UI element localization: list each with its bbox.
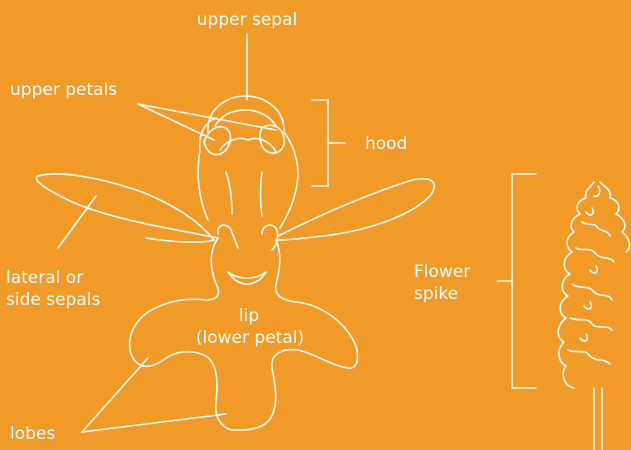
- hood-bracket: [312, 100, 345, 186]
- upper-sepal-label: upper sepal: [193, 10, 301, 31]
- upper-petals-leader-1: [138, 104, 214, 140]
- left-lateral-sepal: [36, 174, 218, 242]
- flower-spike-label-line1: Flower: [414, 262, 470, 283]
- flower-spike-bracket: [498, 174, 536, 388]
- lobes-leader-2: [82, 414, 226, 432]
- flower-spike-label-line2: spike: [414, 284, 458, 305]
- lobes-leader-1: [82, 358, 148, 432]
- lobes-label: lobes: [10, 424, 55, 445]
- lip-label-line2: (lower petal): [180, 328, 320, 349]
- lip-label-line1: lip: [194, 306, 304, 327]
- hood-label: hood: [365, 134, 407, 155]
- flower-spike-illustration: [558, 182, 629, 450]
- upper-petals-leader-2: [138, 104, 276, 130]
- hood-shape: [198, 96, 298, 228]
- column-shape: [218, 225, 278, 284]
- right-lateral-sepal: [278, 179, 434, 240]
- lateral-sepals-label-line1: lateral or: [6, 268, 83, 289]
- upper-petals-label: upper petals: [10, 80, 117, 101]
- lateral-sepals-label-line2: side sepals: [6, 290, 100, 311]
